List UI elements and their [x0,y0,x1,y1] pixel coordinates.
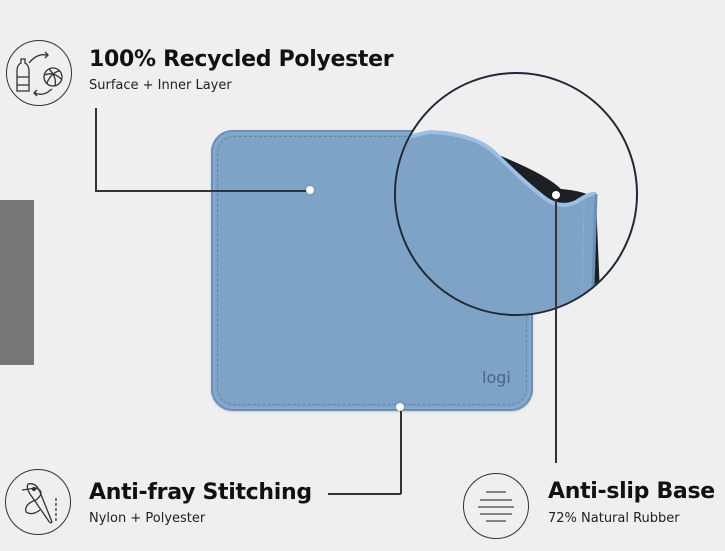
leader-line-stitching-horizontal [328,493,401,495]
leader-line-recycled-vertical [95,108,97,191]
feature-title-stitching: Anti-fray Stitching [89,480,312,505]
hotspot-dot-stitching[interactable] [396,403,404,411]
hotspot-dot-recycled[interactable] [306,186,314,194]
feature-title-recycled: 100% Recycled Polyester [89,47,394,72]
feature-subtitle-stitching: Nylon + Polyester [89,511,206,526]
horizontal-lines-icon [463,473,529,539]
recycle-bottle-yarn-icon [6,40,72,106]
leader-line-recycled-horizontal [95,190,310,192]
magnified-corner-view [394,72,638,316]
feature-title-antislip: Anti-slip Base [548,479,715,504]
side-gray-bar [0,200,34,365]
brand-logo: logi [482,368,511,387]
hotspot-dot-antislip[interactable] [552,191,560,199]
feature-subtitle-recycled: Surface + Inner Layer [89,78,232,93]
leader-line-stitching-vertical [400,409,402,494]
leader-line-antislip-vertical [555,197,557,463]
magnified-corner-illustration [396,129,601,314]
needle-thread-icon [5,469,71,535]
feature-subtitle-antislip: 72% Natural Rubber [548,511,680,526]
